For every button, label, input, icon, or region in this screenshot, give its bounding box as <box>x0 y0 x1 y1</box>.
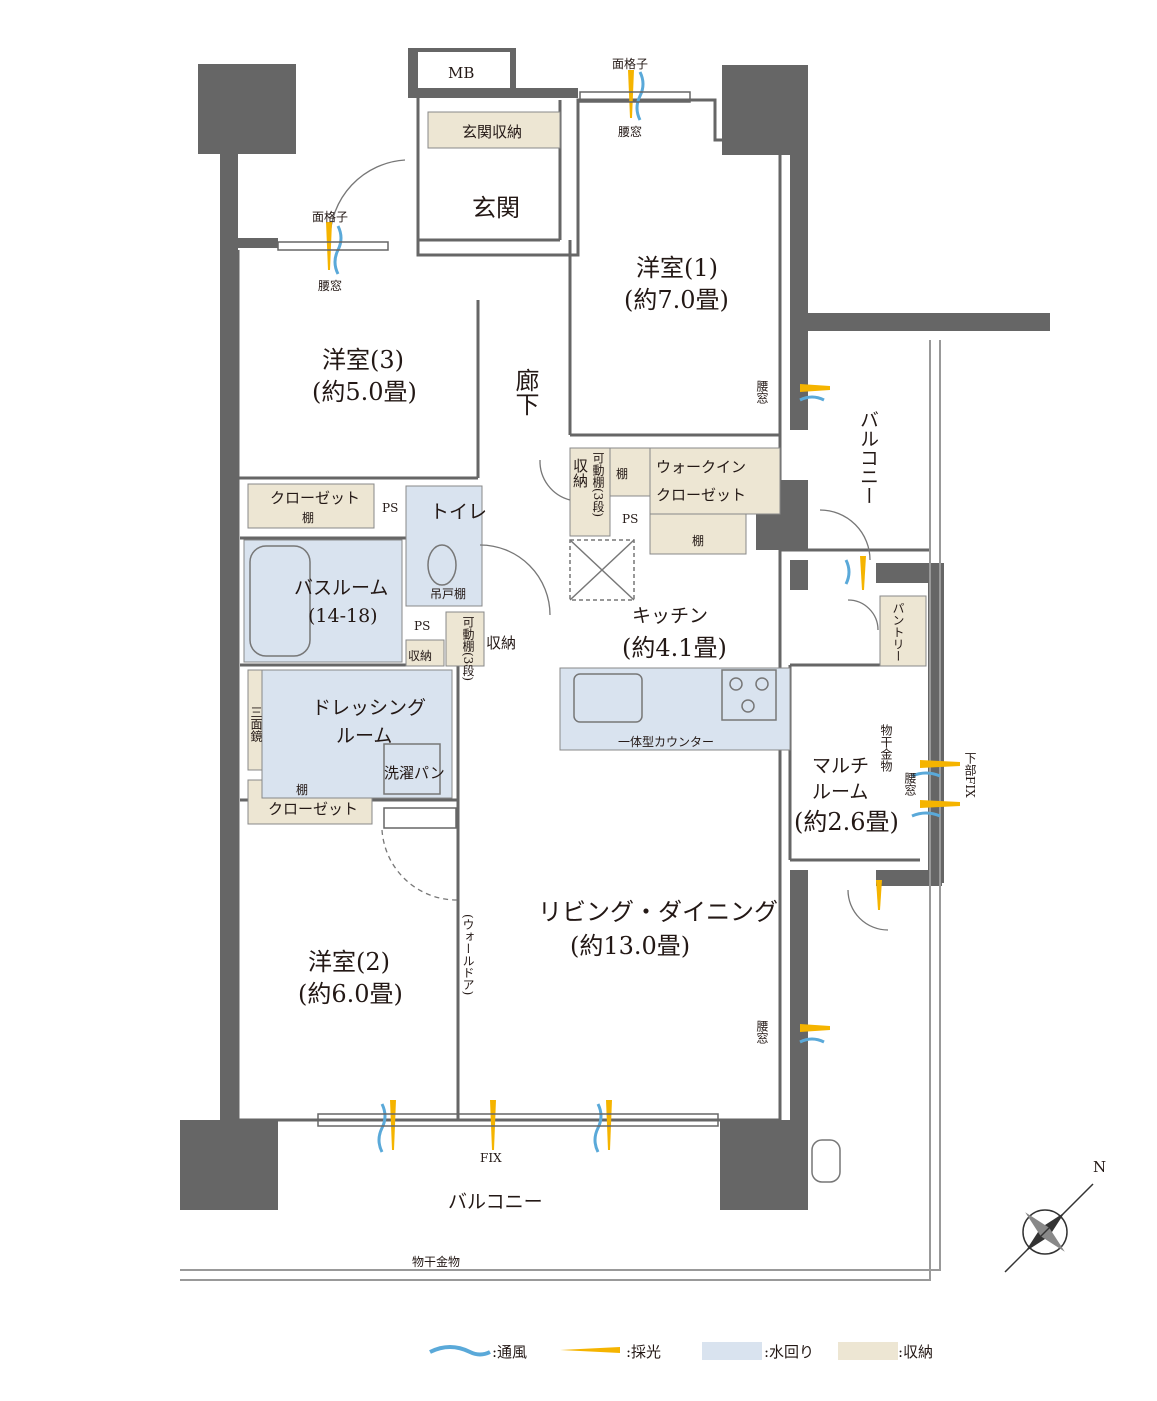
storage-swatch <box>838 1342 898 1360</box>
genkan-storage-label: 玄関収納 <box>462 123 522 141</box>
wall-door-label: (ウォールドア) <box>461 914 475 995</box>
drying-hardware-balcony: 物干金物 <box>412 1254 460 1269</box>
walkin-shelf-left-label: 棚 <box>616 466 628 481</box>
window-frames <box>277 91 719 1127</box>
storage-a-label: 収納 <box>571 458 589 489</box>
ventilation-light-markers <box>326 70 960 1153</box>
legend: :通風 :採光 :水回り :収納 <box>420 1330 980 1370</box>
north-label: N <box>1093 1158 1106 1176</box>
ps1-label: PS <box>382 501 398 515</box>
legend-water: :水回り <box>764 1343 814 1361</box>
bathroom-size: (14-18) <box>308 605 378 627</box>
legend-graphics: :通風 :採光 :水回り :収納 <box>429 1342 933 1361</box>
lattice-left-label: 面格子 <box>312 209 348 224</box>
room-labels: MB 玄関収納 玄関 洋室(1) (約7.0畳) 洋室(3) (約5.0畳) 廊… <box>249 64 905 1269</box>
room1-size: (約7.0畳) <box>624 286 729 314</box>
washer-pan-outline <box>383 743 441 795</box>
ac-unit <box>811 1139 841 1183</box>
closet3-label: クローゼット <box>270 489 360 507</box>
water-areas <box>243 485 791 799</box>
room2-size: (約6.0畳) <box>298 980 403 1008</box>
dressing-line1: ドレッシング <box>312 697 426 719</box>
balcony-east-label: バルコニー <box>857 410 879 505</box>
legend-daylight: :採光 <box>626 1343 661 1361</box>
movable-shelf-a-label: 可動棚(3段) <box>591 452 605 517</box>
lattice-top-label: 面格子 <box>612 56 648 71</box>
living-name: リビング・ダイニング <box>538 898 778 926</box>
cooktop <box>721 669 777 721</box>
ps2-label: PS <box>622 512 638 526</box>
kitchen-name: キッチン <box>632 605 708 627</box>
closet2-shelf-label: 棚 <box>296 782 308 797</box>
legend-storage: :収納 <box>898 1343 933 1361</box>
three-mirror-label: 三面鏡 <box>249 706 263 743</box>
storage-areas <box>247 111 927 825</box>
toilet-bowl <box>427 544 457 586</box>
room3-name: 洋室(3) <box>322 346 404 374</box>
hanging-shelf-label: 吊戸棚 <box>430 586 466 601</box>
storage-c-label: 収納 <box>486 634 516 652</box>
kitchen-sink <box>573 673 643 723</box>
waist-window-living-label: 腰窓 <box>755 1020 769 1044</box>
bathtub <box>249 545 311 657</box>
multi-size: (約2.6畳) <box>794 808 899 836</box>
kitchen-size: (約4.1畳) <box>622 634 727 662</box>
walkin-closet-line1: ウォークイン <box>656 458 746 476</box>
balcony-south-label: バルコニー <box>448 1191 543 1213</box>
balcony-rails <box>180 340 941 1281</box>
compass: N <box>1004 1158 1106 1273</box>
counter-label: 一体型カウンター <box>618 735 714 749</box>
closet2-label: クローゼット <box>268 800 358 818</box>
waist-window-multi-label: 腰窓 <box>903 772 917 796</box>
room3-size: (約5.0畳) <box>312 378 417 406</box>
dressing-line2: ルーム <box>336 725 392 747</box>
bathroom-name: バスルーム <box>294 577 388 599</box>
window-labels: 面格子 腰窓 面格子 腰窓 腰窓 腰窓 下部FIX 腰窓 FIX <box>312 56 977 1165</box>
living-size: (約13.0畳) <box>570 932 690 960</box>
drying-hardware-multi: 物干金物 <box>879 724 893 772</box>
water-swatch <box>702 1342 762 1360</box>
toilet-label: トイレ <box>430 501 487 523</box>
movable-shelf-b-label: 可動棚(3段) <box>461 616 475 681</box>
corridor-label: 廊下 <box>511 368 539 416</box>
mb-label: MB <box>448 64 474 82</box>
walkin-closet-line2: クローゼット <box>656 486 746 504</box>
legend-ventilation: :通風 <box>492 1343 527 1361</box>
walkin-shelf-bottom-label: 棚 <box>692 533 704 548</box>
fixtures <box>249 539 841 1183</box>
wind-icon <box>429 1345 491 1357</box>
washer-pan-label: 洗濯パン <box>384 764 445 782</box>
room2-name: 洋室(2) <box>308 948 390 976</box>
multi-line1: マルチ <box>812 755 869 777</box>
shelf3-label: 棚 <box>302 510 314 525</box>
lower-fix-label: 下部FIX <box>963 752 977 798</box>
fix-bottom-label: FIX <box>480 1151 502 1165</box>
pantry-label: パントリー <box>891 602 905 662</box>
multi-line2: ルーム <box>812 781 868 803</box>
storage-b-label: 収納 <box>408 649 432 663</box>
waist-window-left-label: 腰窓 <box>318 278 342 293</box>
room1-name: 洋室(1) <box>636 254 718 282</box>
waist-window-top-label: 腰窓 <box>618 124 642 139</box>
waist-window-room1-label: 腰窓 <box>755 380 769 404</box>
light-icon <box>560 1347 620 1353</box>
ps3-label: PS <box>414 619 430 633</box>
genkan-label: 玄関 <box>472 194 520 222</box>
